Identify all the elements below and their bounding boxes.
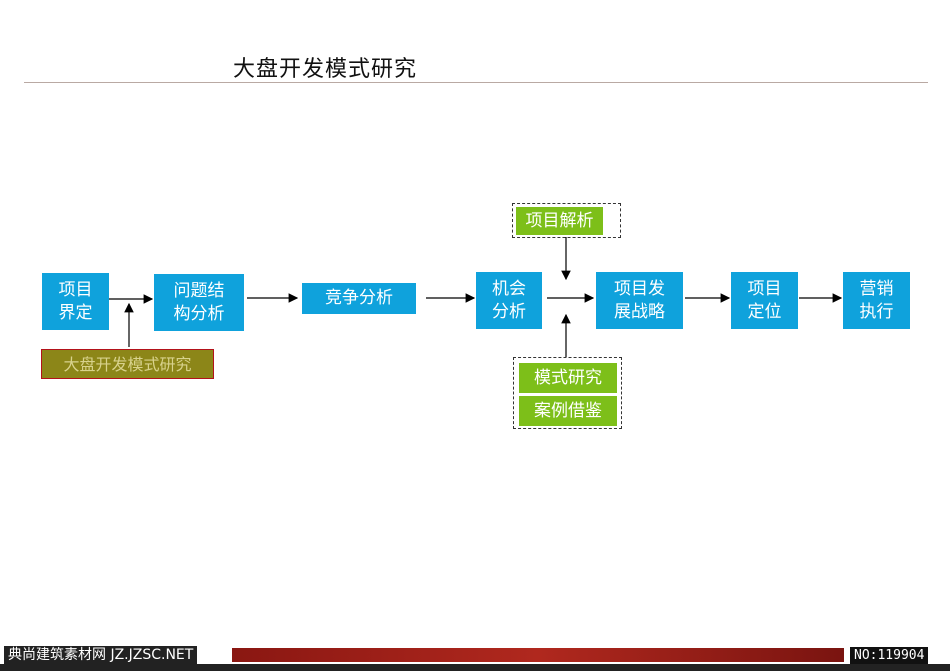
node-competition: 竞争分析 xyxy=(302,283,416,314)
node-problem-structure: 问题结 构分析 xyxy=(154,274,244,331)
footer-number: NO:119904 xyxy=(850,647,929,664)
node-project-scope: 项目 界定 xyxy=(42,273,109,330)
footer-strip xyxy=(0,664,950,671)
project-analysis-frame: 项目解析 xyxy=(512,203,621,238)
node-case-study: 案例借鉴 xyxy=(519,396,617,426)
footer-site: 典尚建筑素材网 JZ.JZSC.NET xyxy=(4,646,198,664)
title-divider xyxy=(24,82,928,83)
node-big-plate: 大盘开发模式研究 xyxy=(41,349,214,379)
footer-band xyxy=(232,648,844,662)
node-positioning: 项目 定位 xyxy=(731,272,798,329)
node-opportunity: 机会 分析 xyxy=(476,272,542,329)
research-frame: 模式研究 案例借鉴 xyxy=(513,357,622,429)
page-title: 大盘开发模式研究 xyxy=(233,57,418,82)
node-marketing: 营销 执行 xyxy=(843,272,910,329)
node-strategy: 项目发 展战略 xyxy=(596,272,683,329)
node-project-analysis: 项目解析 xyxy=(516,207,603,235)
node-mode-research: 模式研究 xyxy=(519,363,617,393)
